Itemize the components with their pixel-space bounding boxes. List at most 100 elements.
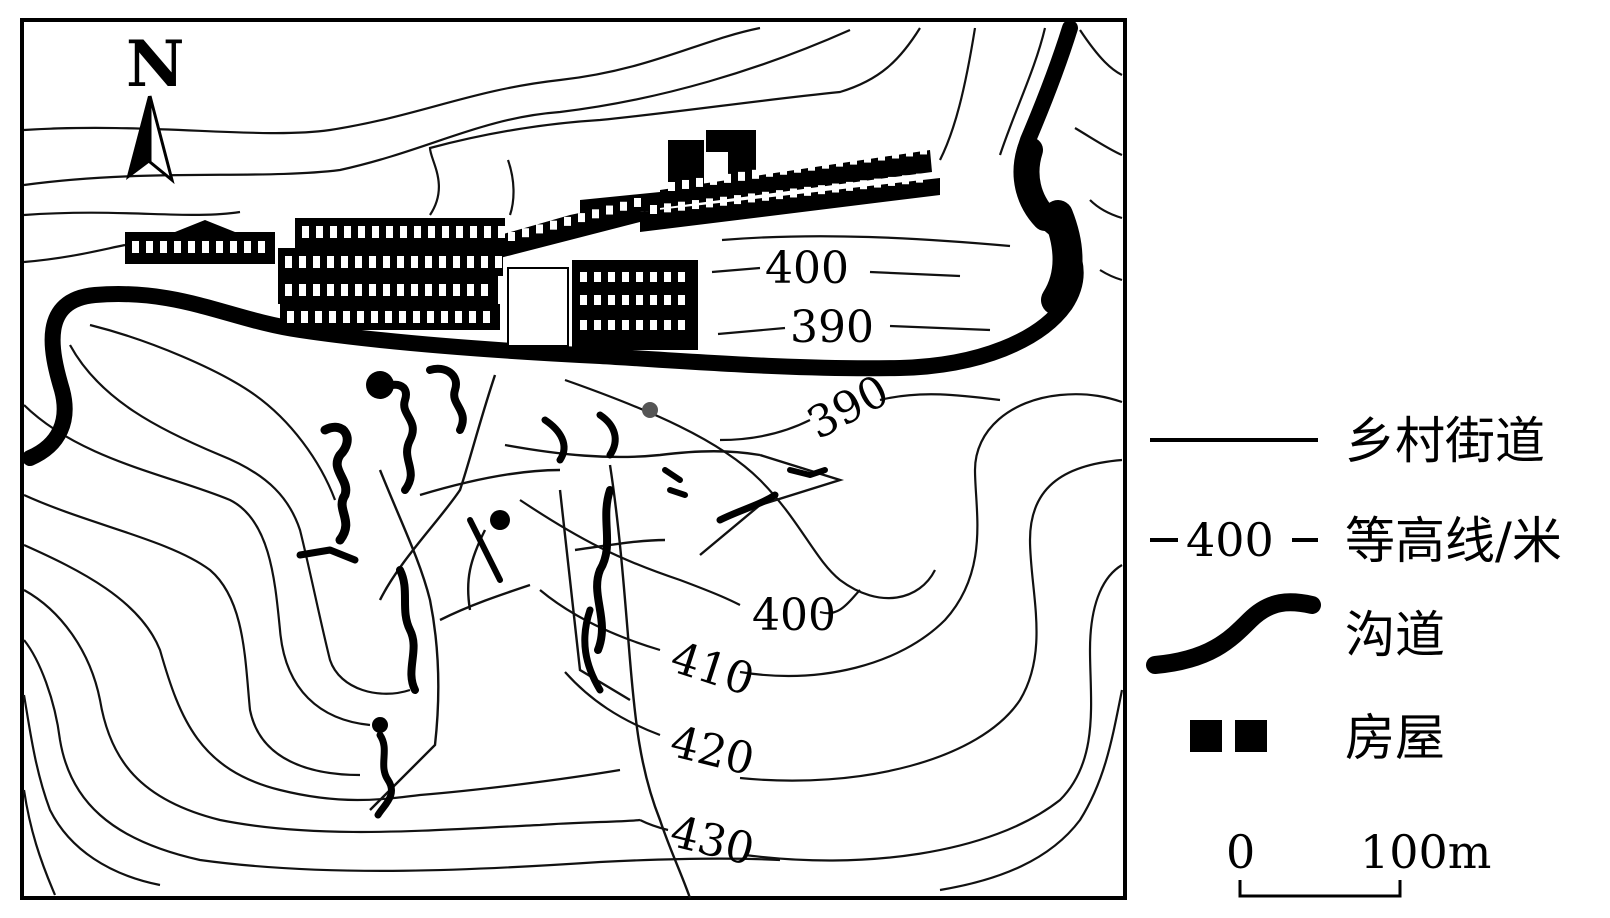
house-cluster [296,546,359,564]
house-window [385,311,392,323]
house-window [414,226,421,238]
street [439,583,531,622]
house-window [650,272,657,282]
house-window [369,256,376,268]
open-yard [507,267,569,347]
house-window [636,295,643,305]
contours-north [23,26,1123,282]
house-window [710,175,717,185]
legend-contour-value: 400 [1186,513,1274,567]
house-window [299,284,306,296]
contour-line [506,159,515,216]
house-window [341,284,348,296]
house-window [902,175,909,185]
house-window [818,185,825,195]
scale-bar-line [1238,880,1402,898]
contour-line [89,323,337,501]
house-window [455,311,462,323]
contour-line [539,589,661,652]
house-window [230,241,237,253]
contour-line [69,344,411,695]
house-window [664,272,671,282]
house-window [358,226,365,238]
house-row [640,178,940,232]
contour-line [22,789,57,896]
house-window [622,272,629,282]
house-cluster [716,491,779,524]
contour-line [939,689,1124,892]
house-window [299,256,306,268]
house-window [752,169,759,179]
contour-line [739,393,1123,677]
house-window [678,295,685,305]
house-window [594,320,601,330]
contour-near-gully [721,235,1011,248]
contour-line [23,28,851,187]
house-window [536,224,543,234]
street [699,453,845,556]
house-window [664,320,671,330]
house-window [634,197,641,207]
house-window [439,284,446,296]
house-cluster [366,371,394,399]
house-window [888,176,895,186]
house-window [442,226,449,238]
contour-line [23,639,781,872]
legend-house-label: 房屋 [1345,709,1445,767]
house-window [386,226,393,238]
house-window [738,171,745,181]
house-window [664,295,671,305]
contour-line [564,378,936,600]
house-window [258,241,265,253]
house-block [706,130,756,152]
north-arrow-head-left [126,96,150,180]
contour-400-segment-right [869,270,961,278]
legend-house-symbol [1235,720,1267,752]
house-window [483,311,490,323]
house-window [498,226,505,238]
contour-line [879,393,1001,402]
house-window [481,256,488,268]
house-window [470,226,477,238]
house-window [484,226,491,238]
house-window [664,203,671,213]
street [419,468,561,497]
contour-400-segment-left [711,266,761,274]
house-cluster [581,606,604,694]
house-window [327,256,334,268]
house-window [343,311,350,323]
contour-label-390-north: 390 [790,302,874,353]
scale-bar: 0 100m [1226,825,1491,898]
house-window [341,256,348,268]
house-cluster [396,566,419,694]
house-cluster [490,510,510,530]
contour-line [428,27,921,216]
contour-line [744,564,1123,862]
house-cluster [593,486,614,654]
house-window [606,205,613,215]
house-window [397,284,404,296]
gully-wide-section [1041,200,1083,315]
house-window [650,205,657,214]
legend-contour-label: 等高线/米 [1345,512,1562,570]
house-window [878,151,885,161]
contour-390-segment-left [717,326,786,336]
contour-line [939,27,977,161]
house-window [608,272,615,282]
house-window [692,200,699,210]
house-window [329,311,336,323]
contour-line [1074,127,1123,157]
house-window [608,295,615,305]
house-window [804,186,811,196]
house-cluster [376,380,417,494]
house-window [216,241,223,253]
house-cluster [426,364,467,434]
house-window [495,256,502,268]
house-window [762,191,769,201]
contour-line [22,694,161,887]
house-window [564,216,571,226]
house-window [244,241,251,253]
house-window [315,311,322,323]
house-window [846,181,853,191]
house-window [776,190,783,200]
